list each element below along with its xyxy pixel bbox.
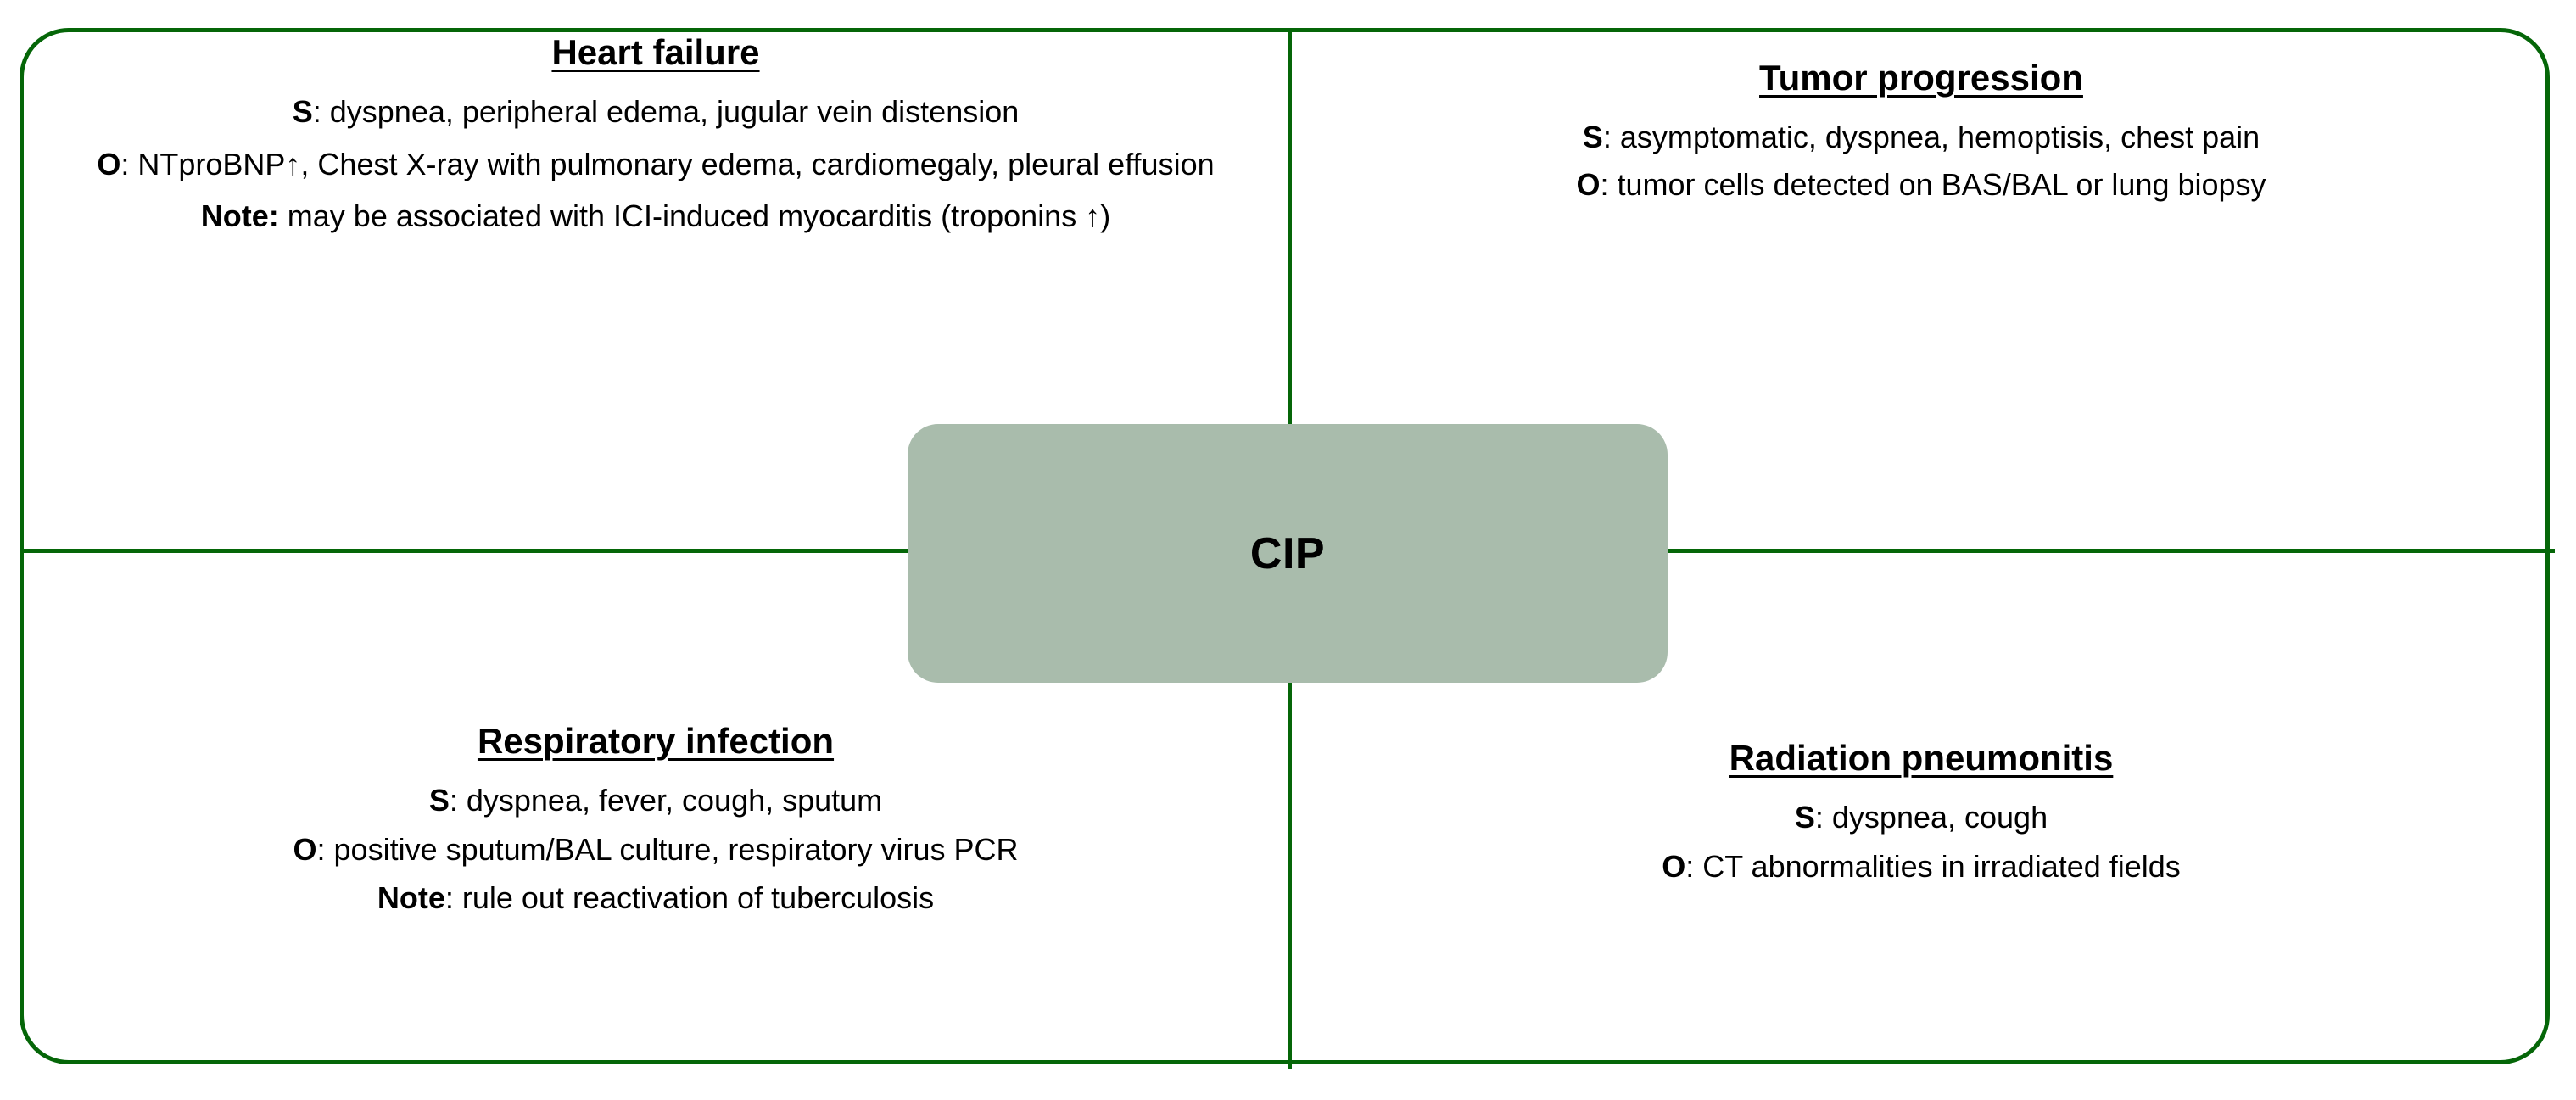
quadrant-lines-heart-failure: S: dyspnea, peripheral edema, jugular ve…	[24, 92, 1288, 248]
center-node-cip: CIP	[908, 424, 1668, 683]
quadrant-lines-radiation-pneumonitis: S: dyspnea, cough O: CT abnormalities in…	[1292, 797, 2551, 895]
line-text: dyspnea, peripheral edema, jugular vein …	[329, 94, 1020, 130]
quadrant-respiratory-infection: Respiratory infection S: dyspnea, fever,…	[24, 560, 1288, 927]
line-text: dyspnea, fever, cough, sputum	[466, 783, 883, 818]
quadrant-lines-tumor-progression: S: asymptomatic, dyspnea, hemoptisis, ch…	[1292, 117, 2551, 211]
outer-frame-border	[20, 28, 2550, 1064]
divider-horizontal-left	[20, 549, 1292, 553]
detail-line: O: CT abnormalities in irradiated fields	[1292, 846, 2551, 887]
divider-vertical-top	[1288, 28, 1292, 424]
line-prefix: S	[1794, 800, 1815, 835]
center-node-label: CIP	[1249, 528, 1326, 578]
line-separator: :	[1602, 120, 1620, 155]
line-text: asymptomatic, dyspnea, hemoptisis, chest…	[1619, 120, 2260, 155]
line-separator: :	[1685, 848, 1703, 884]
quadrant-title-respiratory-infection: Respiratory infection	[477, 721, 835, 761]
line-prefix: O	[1662, 848, 1686, 884]
line-text: rule out reactivation of tuberculosis	[461, 880, 935, 916]
detail-line: S: dyspnea, peripheral edema, jugular ve…	[24, 92, 1288, 132]
detail-line: S: dyspnea, fever, cough, sputum	[24, 780, 1288, 821]
line-separator: :	[1600, 166, 1618, 202]
line-separator: :	[312, 94, 330, 130]
detail-line: O: positive sputum/BAL culture, respirat…	[24, 829, 1288, 870]
line-text: CT abnormalities in irradiated fields	[1702, 848, 2181, 884]
detail-line: O: tumor cells detected on BAS/BAL or lu…	[1292, 165, 2551, 205]
line-separator	[279, 198, 288, 233]
line-prefix: Note:	[200, 198, 279, 234]
detail-line: Note: may be associated with ICI-induced…	[24, 196, 1288, 237]
line-text: positive sputum/BAL culture, respiratory…	[333, 831, 1019, 867]
line-prefix: S	[428, 783, 450, 818]
line-separator: :	[449, 783, 467, 818]
line-prefix: S	[292, 94, 313, 130]
line-prefix: Note	[377, 880, 445, 916]
divider-horizontal-right	[1665, 549, 2555, 553]
quadrant-heart-failure: Heart failure S: dyspnea, peripheral ede…	[24, 32, 1288, 248]
line-text: may be associated with ICI-induced myoca…	[287, 198, 1111, 234]
line-separator: :	[316, 831, 334, 867]
quadrant-title-heart-failure: Heart failure	[551, 32, 760, 72]
line-prefix: O	[293, 831, 317, 867]
quadrant-title-radiation-pneumonitis: Radiation pneumonitis	[1729, 738, 2114, 778]
line-prefix: O	[97, 146, 121, 181]
line-text: tumor cells detected on BAS/BAL or lung …	[1617, 166, 2266, 202]
detail-line: Note: rule out reactivation of tuberculo…	[24, 878, 1288, 919]
line-separator: :	[120, 146, 138, 181]
line-prefix: S	[1582, 120, 1603, 155]
line-prefix: O	[1576, 166, 1601, 202]
line-text: dyspnea, cough	[1831, 800, 2048, 835]
divider-vertical-bottom	[1288, 682, 1292, 1069]
quadrant-lines-respiratory-infection: S: dyspnea, fever, cough, sputum O: posi…	[24, 780, 1288, 927]
detail-line: S: dyspnea, cough	[1292, 797, 2551, 838]
line-separator: :	[444, 880, 462, 916]
quadrant-title-tumor-progression: Tumor progression	[1759, 58, 2083, 98]
quadrant-tumor-progression: Tumor progression S: asymptomatic, dyspn…	[1292, 32, 2551, 211]
detail-line: S: asymptomatic, dyspnea, hemoptisis, ch…	[1292, 117, 2551, 158]
line-separator: :	[1814, 800, 1832, 835]
detail-line: O: NTproBNP↑, Chest X-ray with pulmonary…	[24, 144, 1288, 185]
line-text: NTproBNP↑, Chest X-ray with pulmonary ed…	[137, 146, 1215, 181]
quadrant-radiation-pneumonitis: Radiation pneumonitis S: dyspnea, cough …	[1292, 560, 2551, 895]
